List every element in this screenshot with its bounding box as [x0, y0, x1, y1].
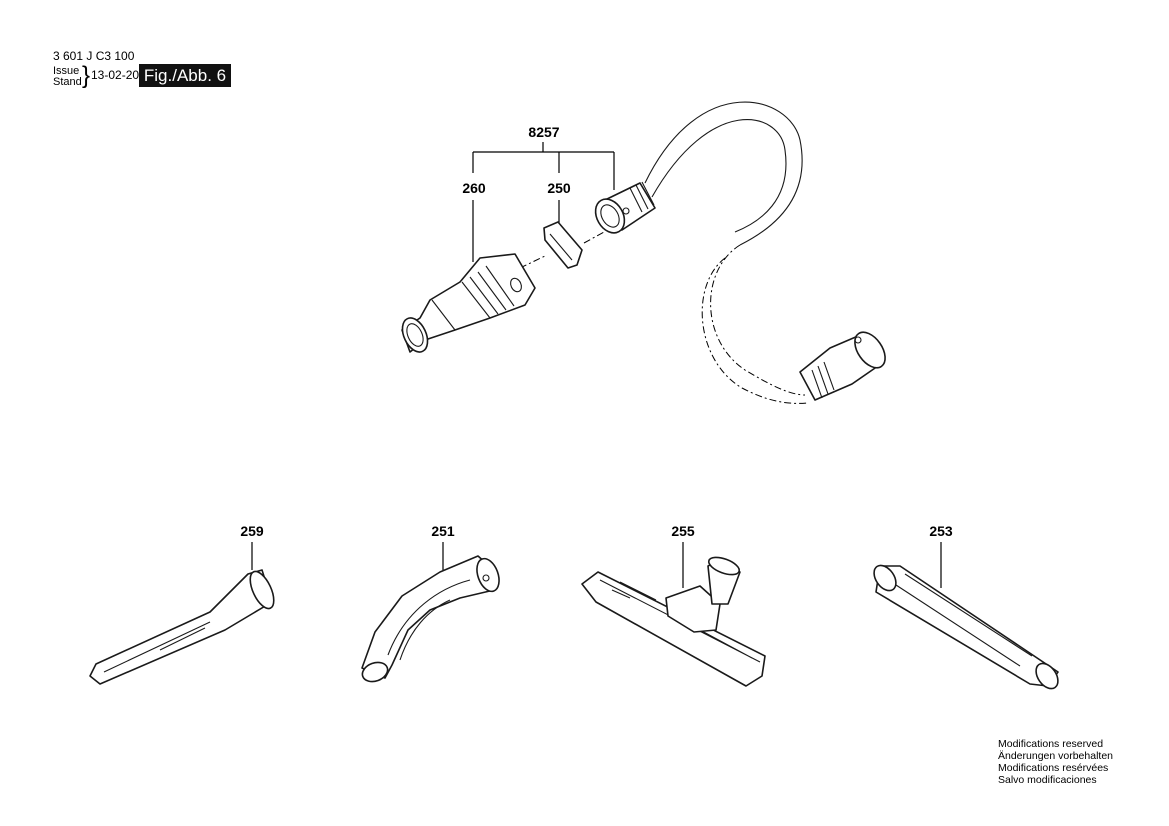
brace-symbol: } [82, 62, 91, 89]
hose-coupling [594, 181, 656, 234]
clip-250 [543, 221, 583, 269]
label-253: 253 [929, 523, 953, 539]
suction-hose [644, 101, 886, 404]
note-line-1: Modifications reserved [998, 738, 1104, 750]
label-250: 250 [547, 180, 571, 196]
hose-end-fitting [799, 331, 886, 401]
crevice-nozzle-259 [89, 569, 275, 685]
label-251: 251 [431, 523, 455, 539]
issue-date: 13-02-20 [91, 68, 140, 82]
label-259: 259 [240, 523, 264, 539]
extension-tube-253 [873, 564, 1059, 690]
bracket-lines [472, 142, 615, 190]
part-number: 3 601 J C3 100 [53, 49, 135, 63]
assembly-bracket: 8257 260 250 [462, 124, 615, 262]
note-line-2: Änderungen vorbehalten [998, 750, 1114, 762]
figure-badge: Fig./Abb. 6 [139, 64, 231, 87]
note-line-4: Salvo modificaciones [998, 774, 1097, 786]
adapter-260 [401, 253, 536, 353]
bent-nozzle-251 [361, 555, 500, 683]
note-line-3: Modifications resérvées [998, 762, 1109, 774]
label-8257: 8257 [528, 124, 559, 140]
issue-label: Issue [53, 65, 80, 77]
leader-lines [472, 200, 560, 262]
assembly-axis [519, 231, 605, 269]
floor-nozzle-255 [581, 556, 766, 687]
stand-label: Stand [53, 76, 82, 88]
label-255: 255 [671, 523, 695, 539]
label-260: 260 [462, 180, 486, 196]
